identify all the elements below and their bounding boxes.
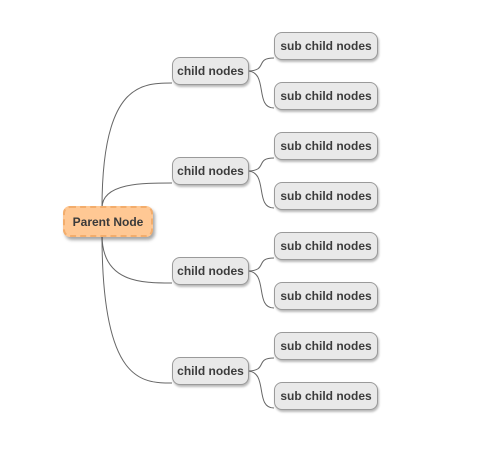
- child-node[interactable]: child nodes: [172, 57, 249, 85]
- connector-root-child: [101, 234, 173, 284]
- connector-child-sub: [246, 257, 275, 272]
- sub-child-node[interactable]: sub child nodes: [274, 332, 378, 360]
- connector-root-child: [101, 234, 173, 384]
- connector-child-sub: [246, 170, 275, 209]
- connector-child-sub: [246, 157, 275, 172]
- parent-node[interactable]: Parent Node: [63, 206, 153, 237]
- connector-child-sub: [246, 270, 275, 309]
- child-node[interactable]: child nodes: [172, 257, 249, 285]
- connector-child-sub: [246, 57, 275, 72]
- connector-child-sub: [246, 70, 275, 109]
- sub-child-node[interactable]: sub child nodes: [274, 132, 378, 160]
- sub-child-node[interactable]: sub child nodes: [274, 32, 378, 60]
- connector-child-sub: [246, 370, 275, 409]
- sub-child-node[interactable]: sub child nodes: [274, 82, 378, 110]
- child-node[interactable]: child nodes: [172, 157, 249, 185]
- sub-child-node[interactable]: sub child nodes: [274, 282, 378, 310]
- sub-child-node[interactable]: sub child nodes: [274, 232, 378, 260]
- sub-child-node[interactable]: sub child nodes: [274, 382, 378, 410]
- child-node[interactable]: child nodes: [172, 357, 249, 385]
- connector-child-sub: [246, 357, 275, 372]
- sub-child-node[interactable]: sub child nodes: [274, 182, 378, 210]
- connector-root-child: [101, 182, 173, 209]
- connector-root-child: [101, 82, 173, 209]
